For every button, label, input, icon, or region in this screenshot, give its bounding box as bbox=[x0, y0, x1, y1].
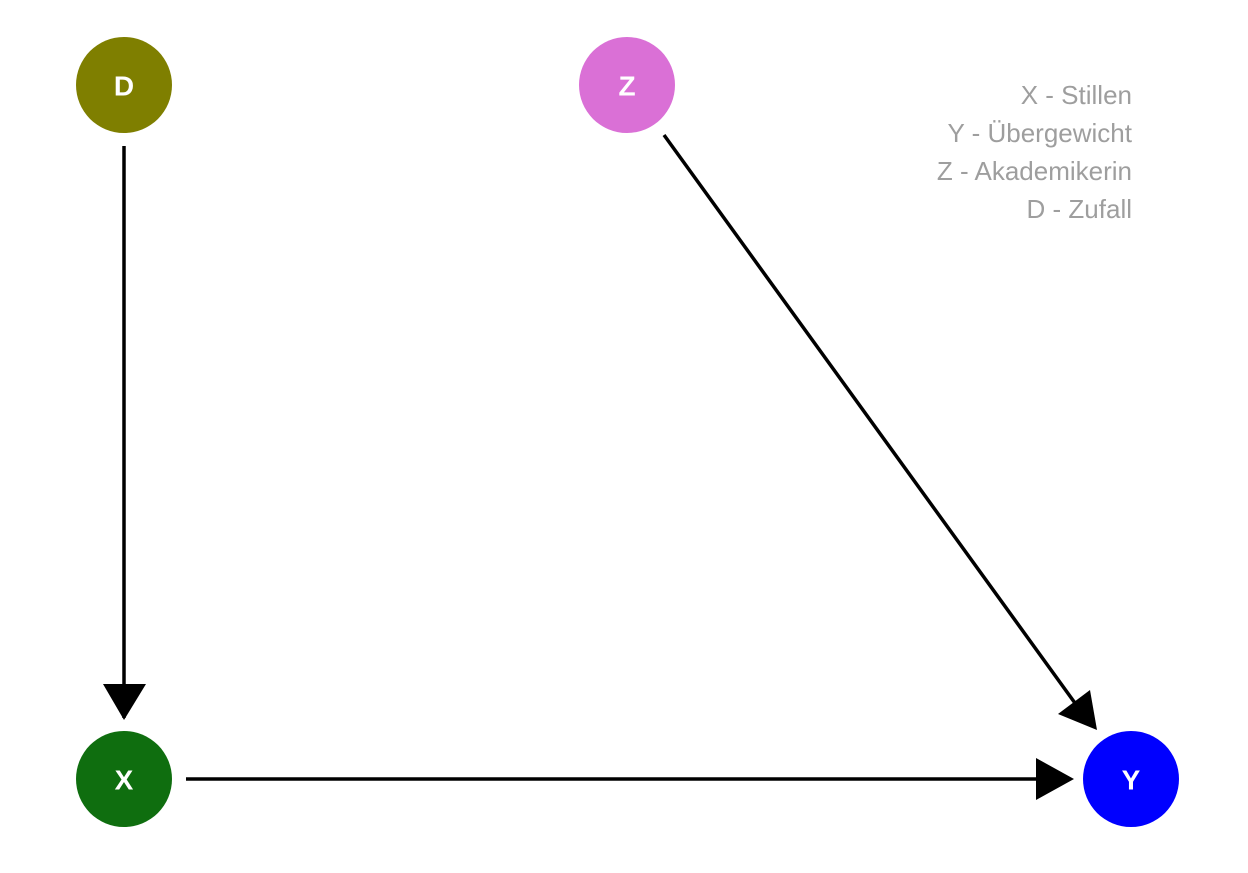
node-y-label: Y bbox=[1122, 765, 1141, 796]
arrowhead-z-to-y bbox=[1058, 690, 1097, 730]
node-d: D bbox=[76, 37, 172, 133]
arrowhead-d-to-x bbox=[103, 684, 146, 720]
node-y-circle bbox=[1083, 731, 1179, 827]
node-y: Y bbox=[1083, 731, 1179, 827]
edge-z-to-y bbox=[662, 133, 1082, 712]
node-d-circle bbox=[76, 37, 172, 133]
node-d-label: D bbox=[114, 71, 134, 102]
node-z-circle bbox=[579, 37, 675, 133]
node-x: X bbox=[76, 731, 172, 827]
nodes: D Z X Y bbox=[76, 37, 1179, 827]
legend-item-d: D - Zufall bbox=[1026, 194, 1132, 224]
legend-item-z: Z - Akademikerin bbox=[936, 156, 1132, 186]
node-z: Z bbox=[579, 37, 675, 133]
legend-item-x: X - Stillen bbox=[1020, 80, 1132, 110]
edges bbox=[103, 133, 1097, 800]
arrowhead-x-to-y bbox=[1036, 758, 1074, 800]
legend-item-y: Y - Übergewicht bbox=[947, 118, 1133, 148]
node-z-label: Z bbox=[618, 71, 635, 102]
node-x-circle bbox=[76, 731, 172, 827]
node-x-label: X bbox=[115, 765, 134, 796]
legend: X - Stillen Y - Übergewicht Z - Akademik… bbox=[937, 76, 1132, 228]
